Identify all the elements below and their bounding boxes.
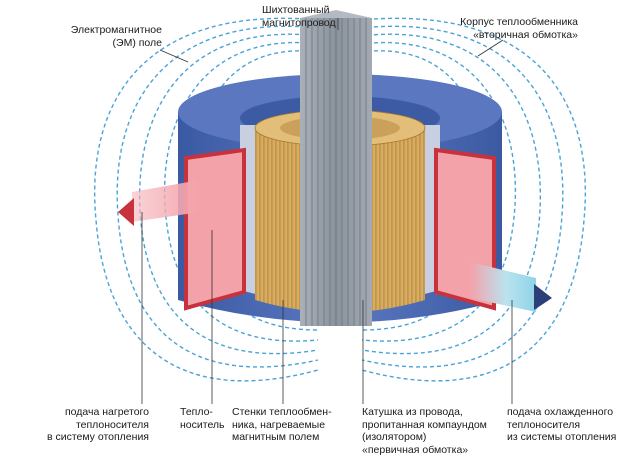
cold-inlet-pipe xyxy=(470,262,552,312)
label-em-field: Электромагнитное (ЭМ) поле xyxy=(70,24,162,49)
field-line-left-5 xyxy=(94,17,321,382)
leader-lines xyxy=(141,18,513,404)
field-line-right-5 xyxy=(359,17,586,382)
field-line-right-2 xyxy=(359,41,517,342)
hot-outlet-pipe xyxy=(118,180,200,226)
label-hot-supply: подача нагретого теплоносителя в систему… xyxy=(46,406,149,443)
field-line-right-4 xyxy=(359,25,564,368)
label-primary-coil: Катушка из провода, пропитанная компаунд… xyxy=(362,406,487,456)
cold-inlet-arrow-icon xyxy=(534,284,552,310)
field-line-right-3 xyxy=(359,33,542,355)
label-exchanger-walls: Стенки теплообмен- ника, нагреваемые маг… xyxy=(232,406,332,443)
label-coolant: Тепло- носитель xyxy=(180,406,225,431)
hot-outlet-arrow-icon xyxy=(118,198,134,226)
coolant-chamber-left xyxy=(184,147,246,311)
laminated-core xyxy=(300,10,372,326)
field-line-left-4 xyxy=(116,25,321,368)
label-housing: Корпус теплообменника «вторичная обмотка… xyxy=(460,16,578,41)
label-laminated-core: Шихтованный магнитопровод xyxy=(262,4,336,29)
label-cold-supply: подача охлажденного теплоносителя из сис… xyxy=(507,406,617,443)
